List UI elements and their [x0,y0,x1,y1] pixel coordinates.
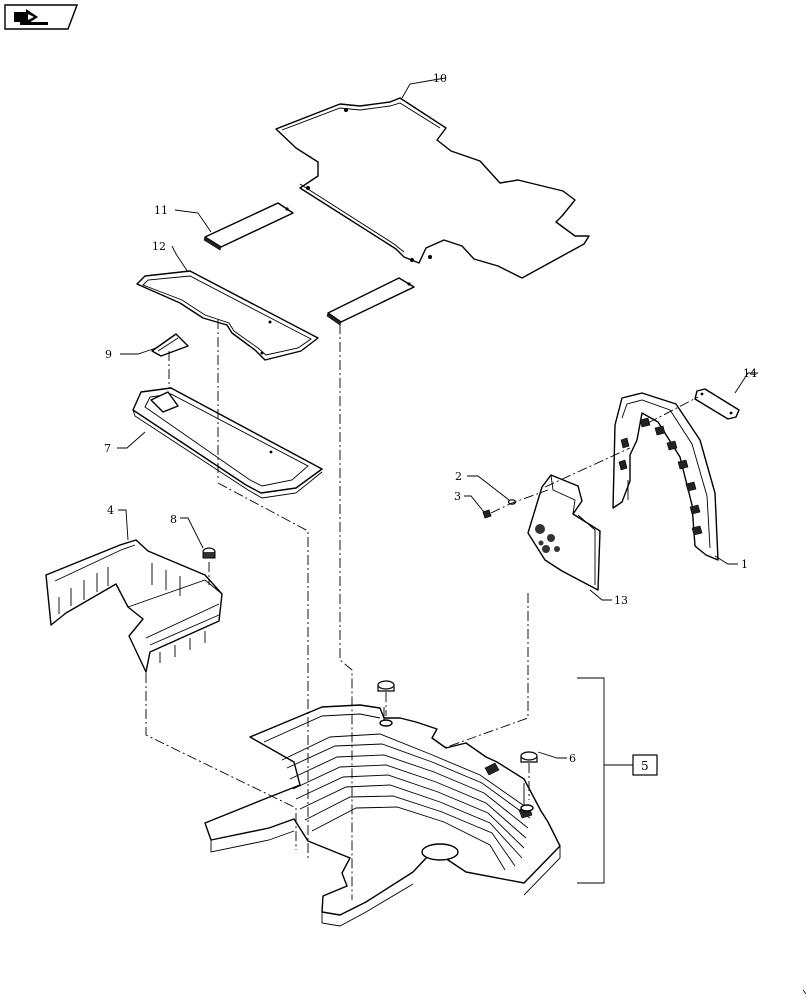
callout-4: 4 [107,504,114,517]
part-4-tunnel-cover[interactable] [45,539,223,673]
part-11-pads[interactable] [203,202,415,326]
assembly-lines [145,319,699,900]
callout-6: 6 [569,752,576,765]
callout-11: 11 [154,204,168,217]
part-13-side-panel[interactable] [527,474,601,591]
callout-1: 1 [741,558,748,571]
leader-lines [117,77,758,884]
callout-14: 14 [743,367,757,380]
forward-nav-button[interactable] [4,4,79,30]
part-3-screw[interactable] [482,509,492,519]
part-1-console-frame[interactable] [612,392,719,561]
corner-mark [802,989,807,995]
part-10-floor-mat[interactable] [275,97,590,279]
callout-13: 13 [614,594,628,607]
callout-5-box [632,754,658,776]
part-5-floor-assembly[interactable] [204,704,561,927]
part-8-plug[interactable] [202,547,216,559]
callout-12: 12 [152,240,166,253]
callout-2: 2 [455,470,462,483]
part-14-plate[interactable] [694,388,740,420]
forward-arrow-icon [4,4,79,30]
callout-3: 3 [454,490,461,503]
callout-5: 5 [641,759,649,773]
callout-10: 10 [433,72,447,85]
callout-8: 8 [170,513,177,526]
callout-labels: 10 11 12 9 7 4 8 2 3 1 13 14 6 5 [104,72,757,773]
part-6-plugs[interactable] [377,680,538,763]
callout-7: 7 [104,442,111,455]
callout-9: 9 [105,348,112,361]
part-7-tray[interactable] [132,387,323,499]
part-12-mat[interactable] [136,270,319,361]
part-9-label[interactable] [151,333,189,357]
